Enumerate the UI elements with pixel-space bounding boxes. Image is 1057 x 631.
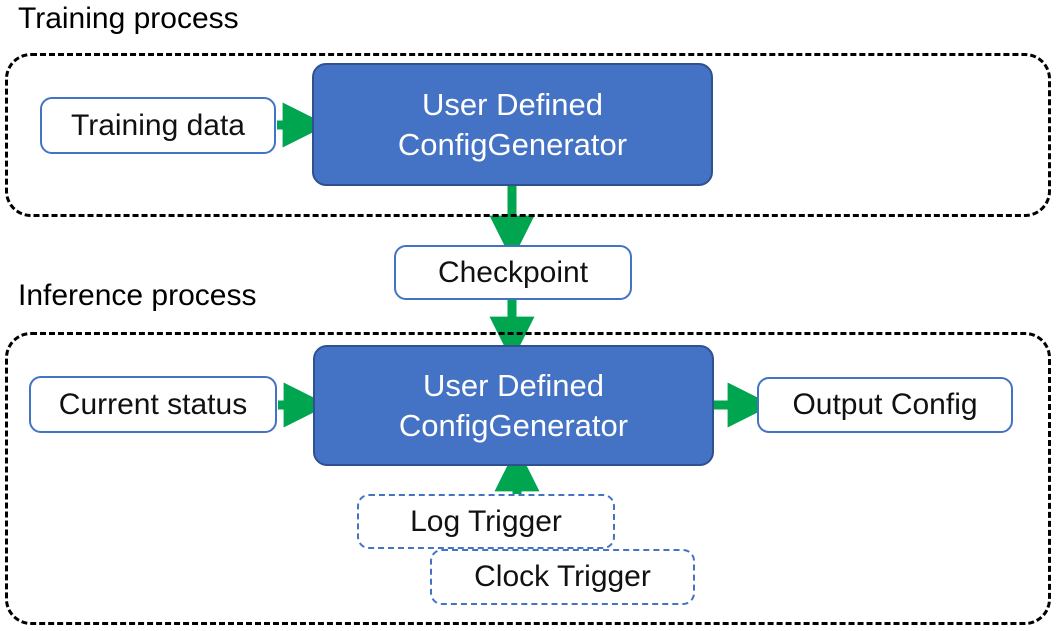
node-user-defined-config-generator-inference[interactable]: User Defined ConfigGenerator [313,345,714,466]
generator-training-line-2: ConfigGenerator [397,126,628,162]
node-training-data[interactable]: Training data [40,97,276,154]
inference-process-group [5,332,1051,625]
generator-training-line-1: User Defined [422,86,603,122]
node-user-defined-config-generator-training[interactable]: User Defined ConfigGenerator [312,63,713,186]
training-process-group [5,53,1051,217]
generator-inference-line-1: User Defined [423,367,604,403]
node-clock-trigger[interactable]: Clock Trigger [430,549,695,605]
node-log-trigger[interactable]: Log Trigger [357,494,615,549]
node-current-status[interactable]: Current status [29,376,277,433]
inference-process-label: Inference process [18,279,257,312]
generator-inference-line-2: ConfigGenerator [398,407,629,443]
node-checkpoint[interactable]: Checkpoint [394,245,632,300]
node-output-config[interactable]: Output Config [757,377,1013,433]
training-process-label: Training process [18,2,239,35]
